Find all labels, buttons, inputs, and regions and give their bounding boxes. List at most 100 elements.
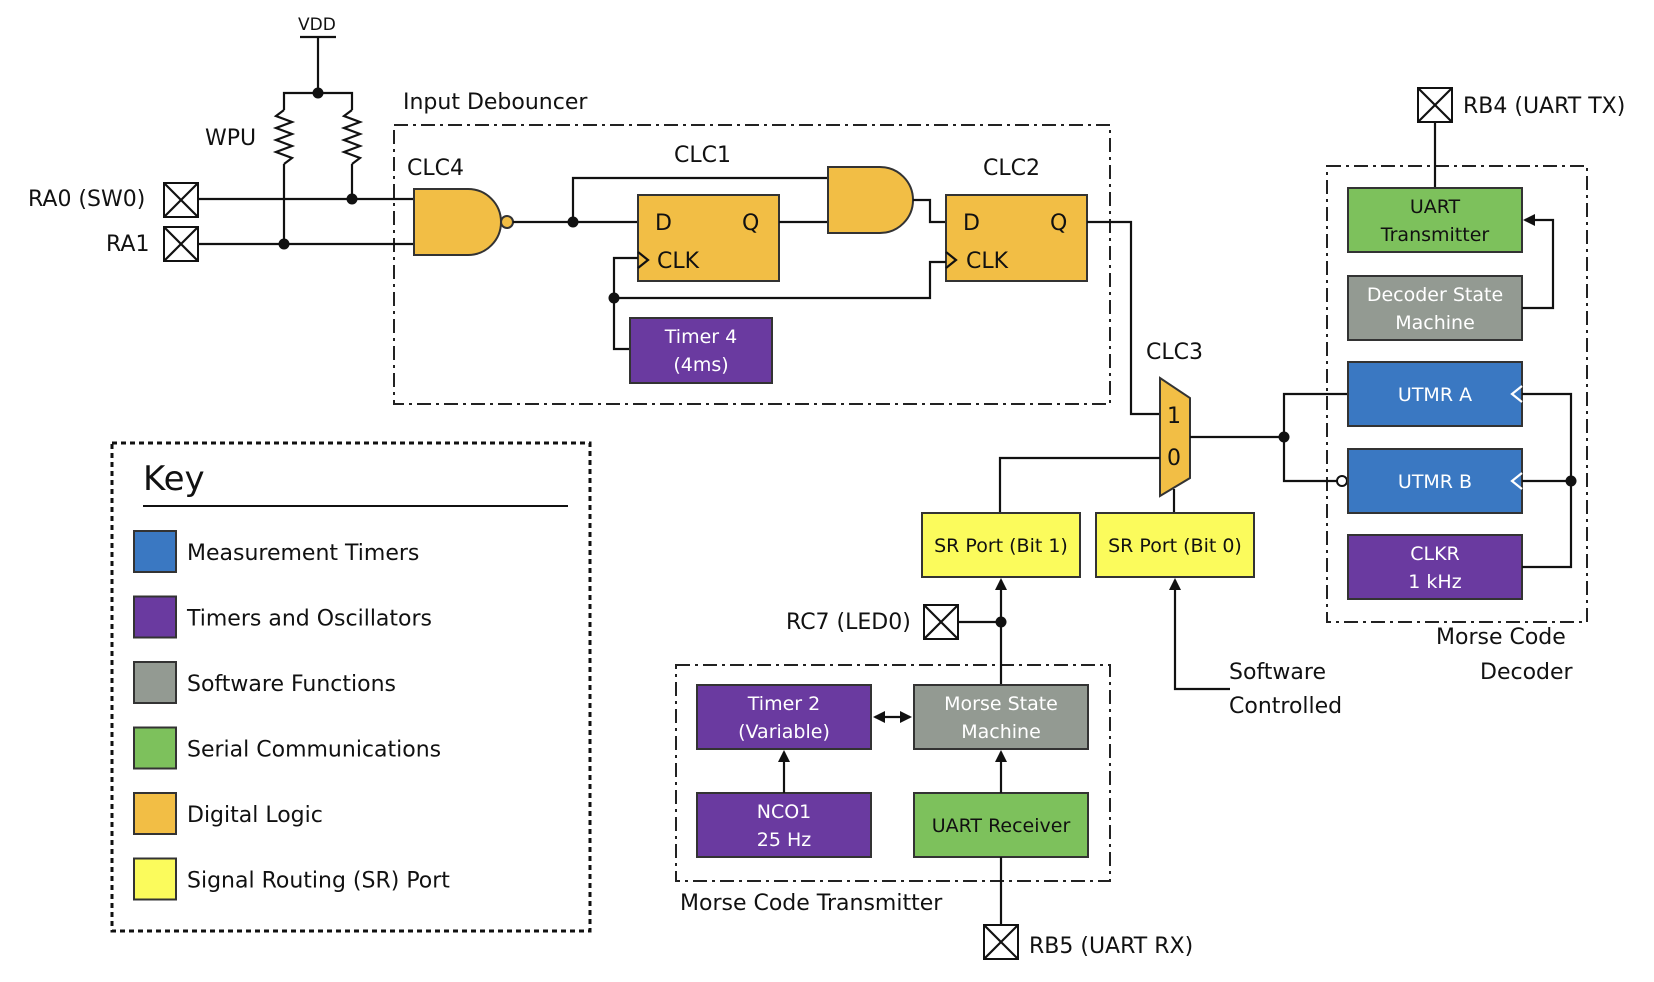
- utmr-b-in-wire: [1282, 437, 1337, 483]
- clc1-q-label: Q: [742, 211, 759, 236]
- pin-rb4-label: RB4 (UART TX): [1463, 94, 1625, 119]
- wpu-label: WPU: [205, 126, 256, 151]
- clc1-clk-label: CLK: [657, 249, 700, 274]
- clc1-flipflop: [637, 194, 780, 282]
- uart-tx-line2: Transmitter: [1380, 224, 1490, 246]
- key-swatch: [133, 857, 177, 901]
- clc2-flipflop: [945, 194, 1088, 282]
- utmr-b-block: [1347, 448, 1523, 514]
- clock-edge-icon: [1510, 472, 1523, 490]
- morse-decoder-label-line1: Morse Code: [1436, 625, 1566, 650]
- pin-rb5-icon: [983, 924, 1019, 960]
- clock-edge-icon: [1510, 385, 1523, 403]
- key-swatch: [133, 595, 177, 639]
- invert-bubble-icon: [1336, 475, 1348, 487]
- morse-sm-line2: Machine: [961, 721, 1041, 743]
- utmr-a-label: UTMR A: [1398, 384, 1472, 406]
- morse-sm-line1: Morse State: [944, 693, 1058, 715]
- pin-rb5-label: RB5 (UART RX): [1029, 934, 1193, 959]
- pin-ra1-icon: [163, 226, 199, 262]
- clc2-q-label: Q: [1050, 211, 1067, 236]
- and-gate: [827, 166, 914, 234]
- pin-ra0-label: RA0 (SW0): [28, 187, 145, 212]
- key-swatch: [133, 530, 177, 573]
- key-swatch: [133, 792, 177, 835]
- clkr-block: [1347, 534, 1523, 600]
- clc2-d-label: D: [963, 211, 980, 236]
- morse-decoder-frame: [1326, 165, 1588, 623]
- nco1-block: [696, 792, 872, 858]
- sr-bit1-label: SR Port (Bit 1): [934, 535, 1068, 557]
- key-item-label: Timers and Oscillators: [186, 607, 432, 632]
- morse-state-machine-block: [913, 684, 1089, 750]
- pin-rc7-label: RC7 (LED0): [786, 610, 911, 635]
- pin-ra0-icon: [163, 182, 199, 218]
- input-debouncer-frame: [393, 124, 1111, 405]
- key-item-label: Serial Communications: [187, 738, 441, 763]
- pin-rb4-icon: [1417, 87, 1453, 123]
- key-item-label: Software Functions: [187, 672, 396, 697]
- decoder-sm-line2: Machine: [1395, 312, 1475, 334]
- mux-input0-label: 0: [1167, 446, 1181, 471]
- clc1-label: CLC1: [674, 143, 731, 168]
- decoder-sm-line1: Decoder State: [1367, 284, 1503, 306]
- clkr-line1: CLKR: [1410, 543, 1460, 565]
- clc4-label: CLC4: [407, 156, 464, 181]
- clkr-line2: 1 kHz: [1408, 571, 1461, 593]
- clc3-mux: [1159, 376, 1191, 498]
- uart-receiver-block: [913, 792, 1089, 858]
- software-controlled-line2: Controlled: [1229, 694, 1342, 719]
- clc2-clk-label: CLK: [966, 249, 1009, 274]
- resistor-icon: [340, 109, 364, 165]
- decoder-to-uart-arrow: [1522, 214, 1555, 310]
- clock-edge-icon: [637, 251, 650, 269]
- sr-bit0-label: SR Port (Bit 0): [1108, 535, 1242, 557]
- decoder-state-machine-block: [1347, 275, 1523, 341]
- clc4-nand-gate: [413, 188, 502, 256]
- nco1-line1: NCO1: [757, 801, 812, 823]
- key-title: Key: [143, 459, 205, 499]
- and-out-wire: [913, 198, 946, 224]
- morse-decoder-label-line2: Decoder: [1480, 660, 1574, 685]
- key-frame: [110, 441, 592, 933]
- uart-transmitter-block: [1347, 187, 1523, 253]
- timer4-block: [629, 317, 773, 384]
- timer4-line1: Timer 4: [664, 326, 737, 348]
- timer2-line1: Timer 2: [747, 693, 820, 715]
- wpu-top-wire: [282, 91, 354, 110]
- clc2-label: CLC2: [983, 156, 1040, 181]
- software-control-arrow: [1169, 578, 1230, 691]
- uart-tx-line1: UART: [1410, 196, 1461, 218]
- utmr-b-label: UTMR B: [1398, 471, 1472, 493]
- timer2-block: [696, 684, 872, 750]
- input-debouncer-label: Input Debouncer: [403, 90, 588, 115]
- ra1-junction: [278, 238, 290, 250]
- nco1-line2: 25 Hz: [757, 829, 812, 851]
- clc2-to-mux-wire: [1087, 220, 1160, 416]
- pin-rc7-icon: [923, 604, 959, 640]
- pin-ra1-label: RA1: [106, 232, 149, 257]
- key-swatch: [133, 726, 177, 770]
- sr-port-bit1-block: [921, 512, 1081, 578]
- ra0-junction: [346, 193, 358, 205]
- morse-transmitter-frame: [675, 664, 1111, 882]
- clock-edge-icon: [945, 251, 958, 269]
- key-item-label: Digital Logic: [187, 803, 323, 828]
- clkr-junction: [1565, 475, 1577, 487]
- clc1-d-label: D: [655, 211, 672, 236]
- key-swatch: [133, 661, 177, 704]
- mux-input1-label: 1: [1167, 404, 1181, 429]
- and-in1-wire: [571, 176, 828, 222]
- uart-rx-label: UART Receiver: [932, 815, 1071, 837]
- utmr-a-in-wire: [1282, 392, 1348, 437]
- key-item-label: Measurement Timers: [187, 541, 419, 566]
- nand-bubble-icon: [500, 215, 514, 229]
- clock-junction: [608, 292, 620, 304]
- resistor-icon: [272, 109, 296, 165]
- timer4-line2: (4ms): [673, 354, 728, 376]
- vdd-label: VDD: [298, 15, 336, 35]
- clc3-label: CLC3: [1146, 340, 1203, 365]
- software-controlled-line1: Software: [1229, 660, 1326, 685]
